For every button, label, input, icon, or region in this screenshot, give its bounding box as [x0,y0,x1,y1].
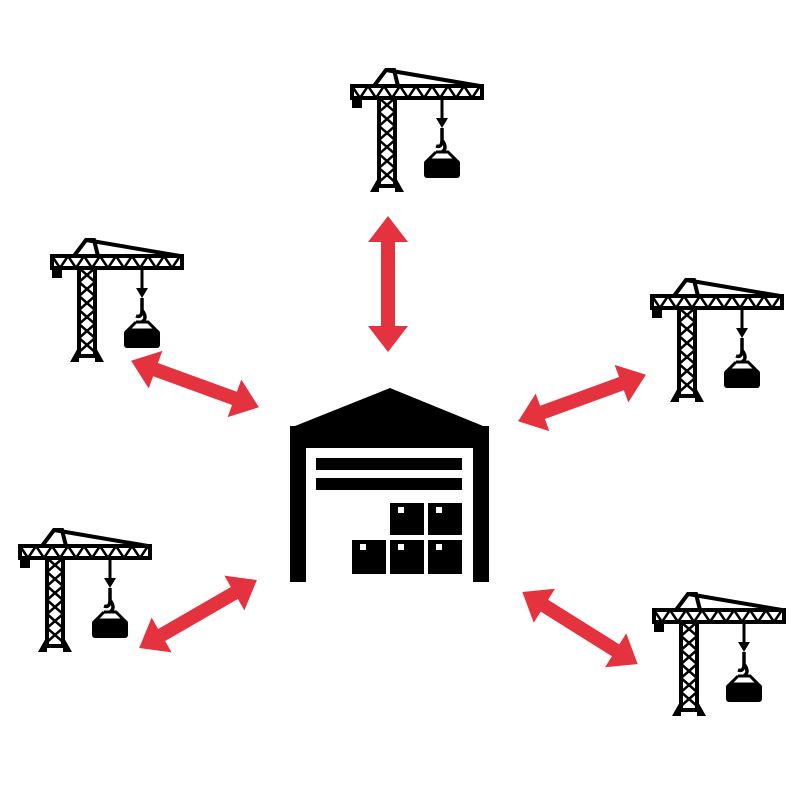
double-arrow-icon-top [368,216,408,352]
warehouse-icon [290,388,489,582]
tower-crane-icon-lower-left [18,528,152,654]
tower-crane-icon-upper-left [50,238,184,364]
double-arrow-icon-upper-left [124,341,266,427]
double-arrow-icon-lower-left [129,562,267,666]
double-arrow-icon-right [511,355,653,441]
tower-crane-icon-right [650,278,784,404]
tower-crane-icon-top [350,68,484,194]
box-stack [352,503,462,574]
double-arrow-icon-lower-right [511,575,649,681]
tower-crane-icon-lower-right [652,592,786,718]
